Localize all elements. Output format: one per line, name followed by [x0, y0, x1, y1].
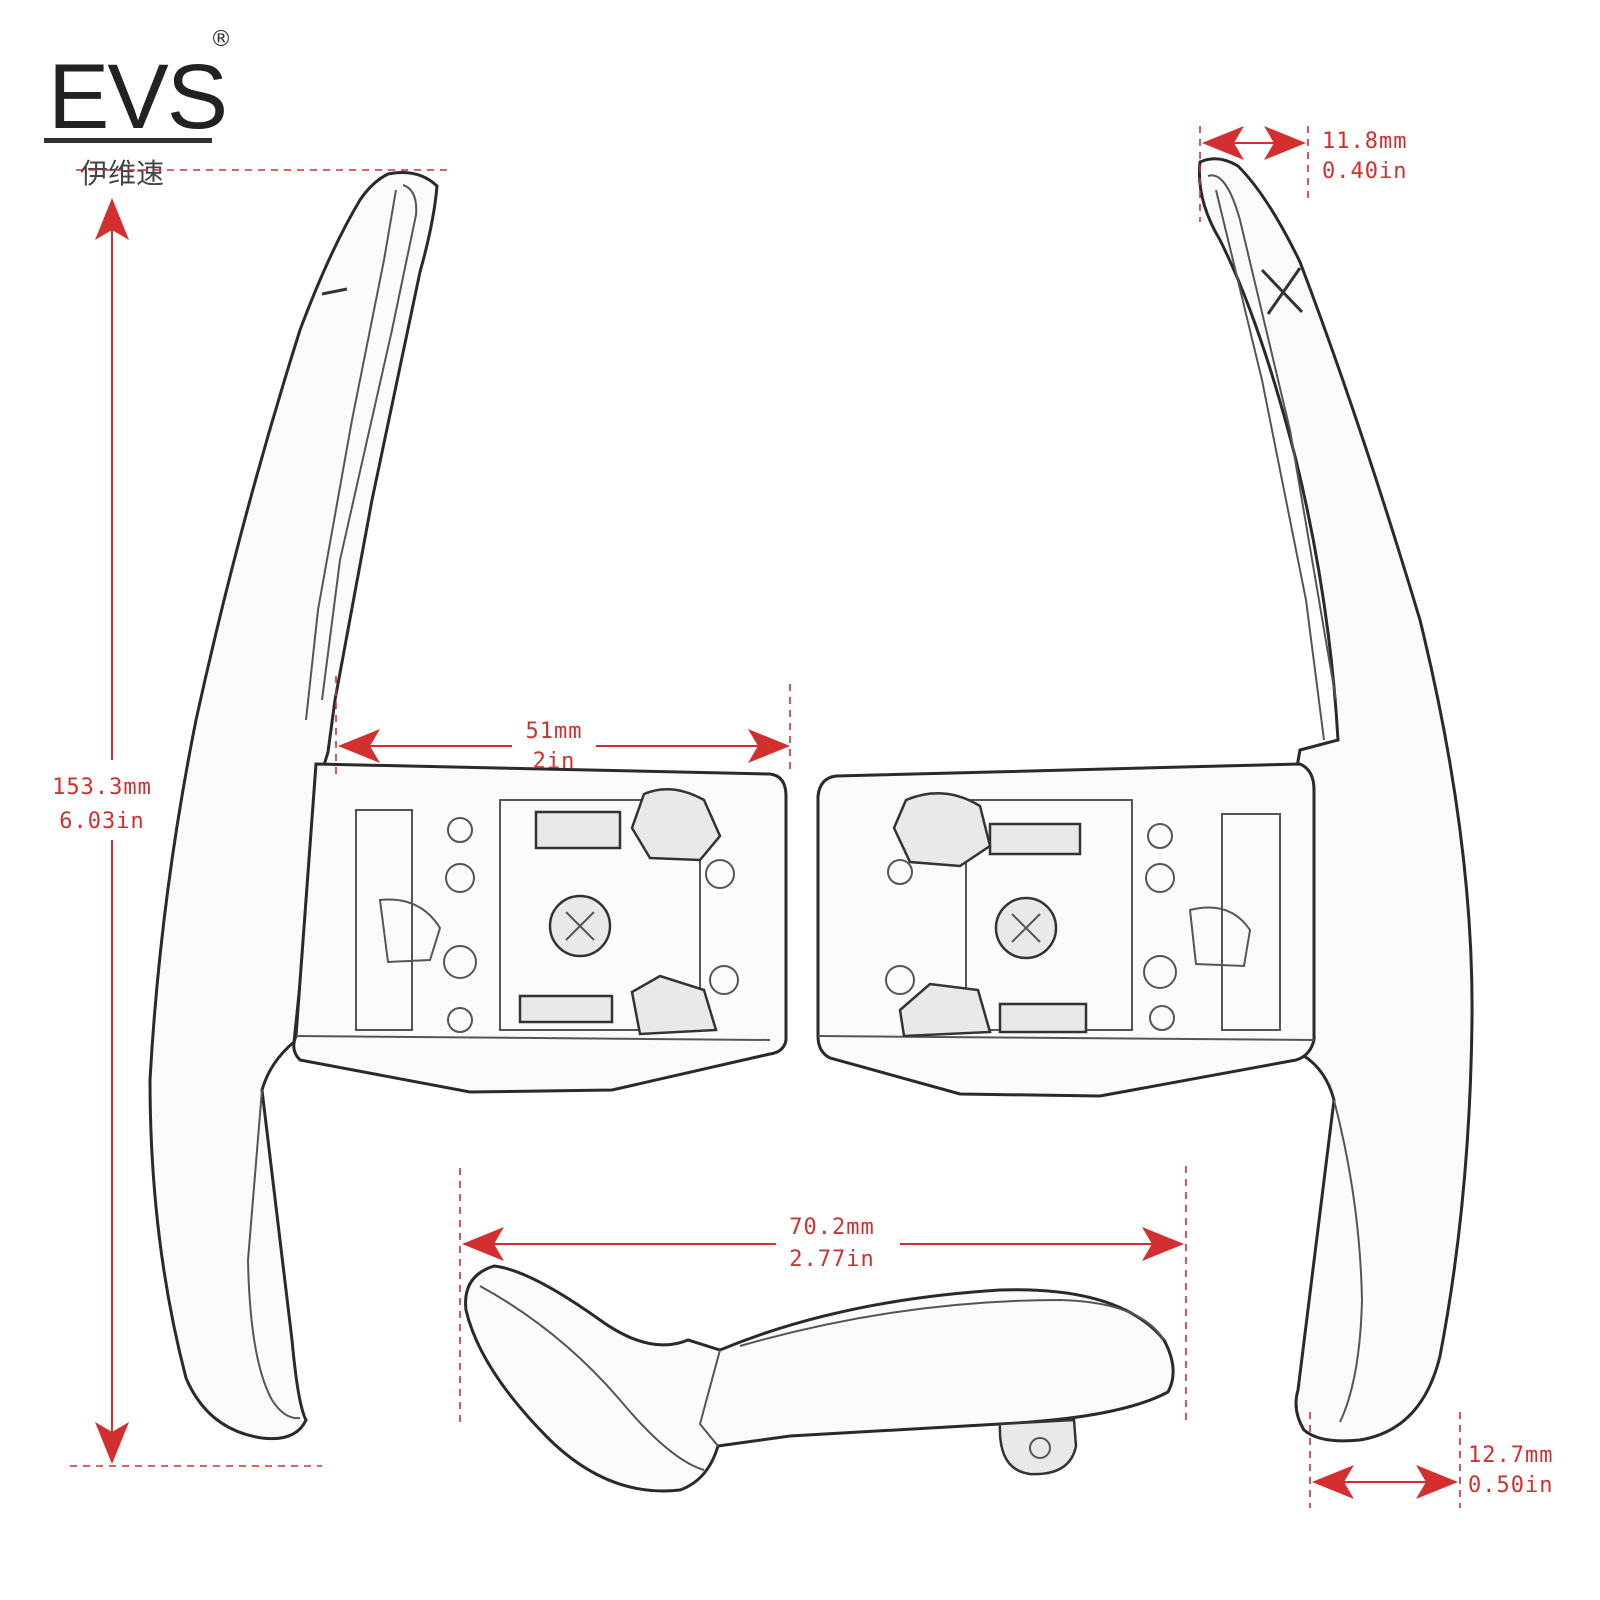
left-mount-clip-top	[630, 788, 722, 862]
height-in-label: 6.03in	[59, 809, 144, 834]
right-mount-block	[816, 762, 1316, 1098]
left-hole-3	[443, 945, 477, 979]
side-in-label: 2.77in	[789, 1247, 874, 1272]
right-hole-5	[887, 859, 913, 885]
top-width-in-label: 0.40in	[1322, 159, 1407, 184]
top-width-mm-label: 11.8mm	[1322, 129, 1407, 154]
left-mount-base-line	[295, 1035, 771, 1041]
dimension-top-width: 11.8mm 0.40in	[1199, 126, 1407, 222]
bottom-width-in-label: 0.50in	[1468, 1473, 1553, 1498]
left-hole-2	[445, 863, 475, 893]
left-paddle-groove-inner	[305, 189, 397, 721]
side-view-paddle	[464, 1264, 1175, 1493]
right-mount-base-line	[817, 1035, 1315, 1041]
brand-logo: EVS ® 伊维速	[44, 27, 232, 190]
right-paddle-lower-edge	[1333, 1099, 1364, 1423]
side-view-joint	[698, 1349, 721, 1447]
right-hole-3	[1143, 955, 1177, 989]
right-hole-6	[885, 965, 915, 995]
side-view-outline	[464, 1264, 1175, 1493]
right-mount-bracket	[1188, 813, 1281, 1031]
left-paddle-groove	[321, 184, 418, 701]
right-paddle-groove	[1207, 174, 1337, 701]
brand-subtitle: 伊维速	[80, 157, 164, 190]
right-hole-1	[1147, 823, 1173, 849]
dimension-base-width: 51mm 2in	[335, 676, 791, 780]
side-view-top-ridge	[739, 1298, 1165, 1347]
left-hole-1	[447, 817, 473, 843]
dimension-height: 153.3mm 6.03in	[52, 169, 450, 1467]
left-hole-6	[709, 965, 739, 995]
left-mount-bracket	[355, 809, 442, 1031]
dimension-bottom-width: 12.7mm 0.50in	[1309, 1412, 1553, 1508]
brand-underline	[44, 138, 212, 143]
registered-mark: ®	[210, 27, 232, 52]
minus-icon	[321, 287, 348, 296]
right-hole-2	[1145, 863, 1175, 893]
phillips-screw-icon	[565, 911, 595, 941]
side-view-edge-curve	[479, 1285, 705, 1471]
right-mount-slot-bottom	[998, 1002, 1088, 1034]
right-paddle-groove-inner	[1215, 189, 1325, 741]
right-hole-4	[1149, 1005, 1175, 1031]
bottom-width-mm-label: 12.7mm	[1468, 1443, 1553, 1468]
left-hole-5	[705, 859, 735, 889]
base-mm-label: 51mm	[526, 719, 583, 744]
brand-logo-text: EVS	[48, 46, 226, 148]
side-mm-label: 70.2mm	[789, 1215, 874, 1240]
right-mount-clip-bottom	[898, 982, 992, 1038]
plus-icon	[1260, 267, 1304, 315]
right-mount-clip-top	[892, 792, 992, 868]
left-mount-clip-bottom	[630, 974, 718, 1036]
left-mount-slot-top	[534, 810, 622, 850]
left-hole-4	[447, 1007, 473, 1033]
left-mount-block	[292, 762, 788, 1094]
left-mount-center-plate	[499, 799, 701, 1031]
height-mm-label: 153.3mm	[52, 775, 152, 800]
right-paddle: +	[1197, 157, 1474, 1443]
side-view-mount-hole	[1029, 1437, 1051, 1459]
left-paddle-lower-edge	[246, 1089, 301, 1420]
dimension-side-length: 70.2mm 2.77in	[459, 1166, 1187, 1424]
base-in-label: 2in	[533, 749, 576, 774]
side-view-mount-tab	[998, 1418, 1078, 1476]
right-mount-slot-top	[988, 822, 1082, 856]
left-mount-slot-bottom	[518, 994, 614, 1024]
right-phillips-screw-icon	[1011, 913, 1041, 943]
